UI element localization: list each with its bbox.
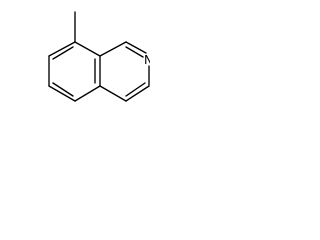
- bond-c4-c4a: [99, 85, 127, 102]
- molecule-canvas: N: [0, 0, 150, 128]
- bond-c6-c5-double: [52, 82, 74, 97]
- atom-labels: N: [144, 53, 150, 67]
- bond-c5-c4a: [74, 85, 101, 102]
- bond-c8-c7-double: [52, 46, 74, 60]
- bond-layer: [48, 11, 150, 102]
- bond-c1-n2: [125, 41, 147, 54]
- bond-c6-c5: [48, 85, 76, 102]
- bond-c8-c8a: [74, 41, 101, 57]
- bond-c3-c4-double: [125, 82, 146, 97]
- bond-c8a-c1: [99, 41, 127, 57]
- bond-c8-c7: [48, 41, 76, 57]
- bond-c1-n2-double: [125, 46, 144, 58]
- nitrogen-atom-label: N: [144, 53, 150, 67]
- isoquinoline-structure: N: [48, 11, 150, 102]
- bond-c3-c4: [125, 85, 150, 102]
